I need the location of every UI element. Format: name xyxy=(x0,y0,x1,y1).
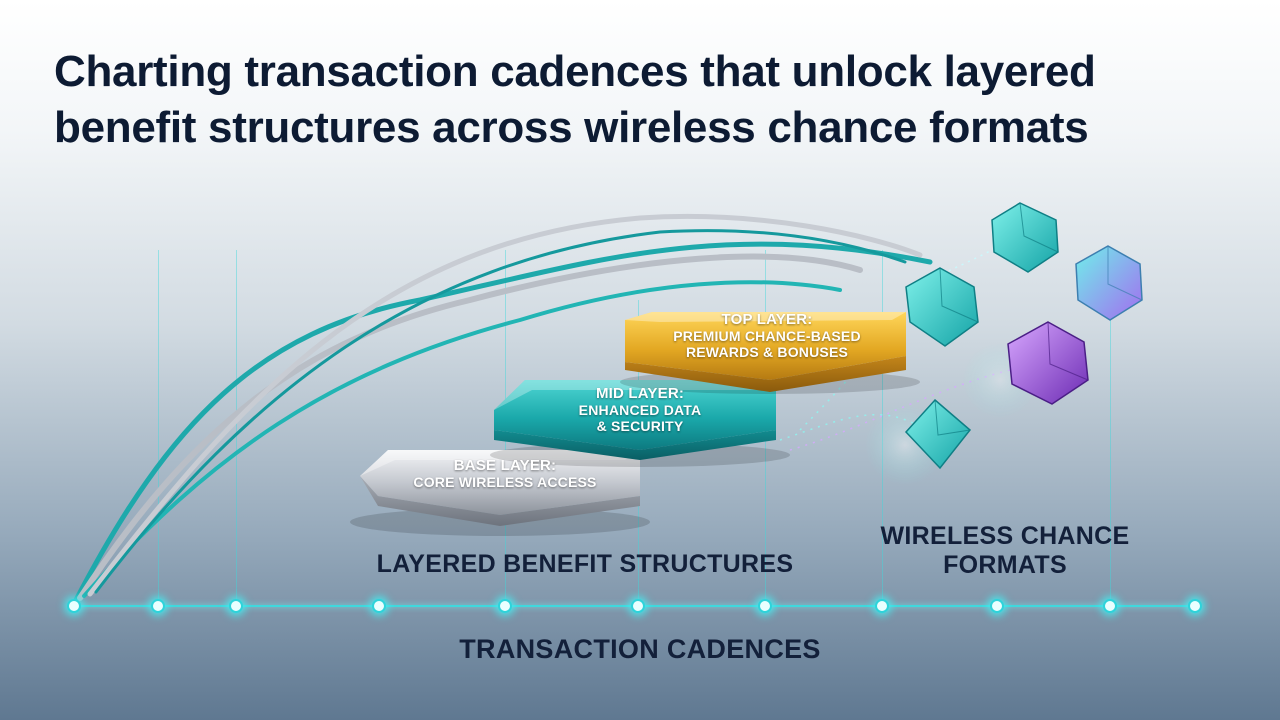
ribbon-teal-1 xyxy=(73,241,933,603)
timeline-node xyxy=(151,599,165,613)
base-layer-label: BASE LAYER: CORE WIRELESS ACCESS xyxy=(370,457,640,491)
timeline-node xyxy=(1188,599,1202,613)
mid-layer-description-line-2: & SECURITY xyxy=(596,418,684,434)
ribbon-silver-1 xyxy=(77,253,863,601)
layered-benefit-structures-label: LAYERED BENEFIT STRUCTURES xyxy=(376,550,794,578)
gem-teal-left-icon xyxy=(905,267,979,347)
gem-teal-top-icon xyxy=(991,202,1059,273)
base-layer-block xyxy=(350,450,650,536)
ribbon-teal-3 xyxy=(94,229,907,594)
top-layer-description-line-1: PREMIUM CHANCE-BASED xyxy=(673,328,861,344)
guide-line xyxy=(236,250,237,606)
guide-line xyxy=(1110,250,1111,606)
ribbon-silver-2 xyxy=(87,213,923,597)
gem-purple-icon xyxy=(1007,321,1089,405)
gem-mixed-right-icon xyxy=(1075,245,1143,321)
wireless-chance-formats-label: WIRELESS CHANCE FORMATS xyxy=(850,522,1160,580)
base-layer-heading: BASE LAYER: xyxy=(453,457,557,474)
guide-line xyxy=(158,250,159,606)
ribbon-teal-2 xyxy=(82,280,842,598)
timeline-node xyxy=(758,599,772,613)
timeline-node xyxy=(67,599,81,613)
top-layer-heading: TOP LAYER: xyxy=(721,311,813,328)
title-line-1: Charting transaction cadences that unloc… xyxy=(54,47,1096,96)
title-line-2: benefit structures across wireless chanc… xyxy=(54,103,1089,152)
top-layer-block xyxy=(620,312,920,394)
gem-teal-bottom-icon xyxy=(904,398,972,470)
wireless-chance-formats-line-2: FORMATS xyxy=(943,551,1067,579)
top-layer-description-line-2: REWARDS & BONUSES xyxy=(685,344,849,360)
mid-layer-description-line-1: ENHANCED DATA xyxy=(578,402,702,418)
mid-layer-block xyxy=(490,380,790,467)
timeline-node xyxy=(372,599,386,613)
timeline-node xyxy=(990,599,1004,613)
top-layer-label: TOP LAYER: PREMIUM CHANCE-BASED REWARDS … xyxy=(632,311,902,361)
timeline-node xyxy=(875,599,889,613)
timeline-node xyxy=(631,599,645,613)
base-layer-description: CORE WIRELESS ACCESS xyxy=(413,474,597,490)
wireless-chance-formats-line-1: WIRELESS CHANCE xyxy=(880,522,1130,550)
transaction-cadences-axis-label: TRANSACTION CADENCES xyxy=(459,634,821,664)
timeline-node xyxy=(229,599,243,613)
mid-layer-label: MID LAYER: ENHANCED DATA & SECURITY xyxy=(505,385,775,435)
timeline-node xyxy=(1103,599,1117,613)
page-title: Charting transaction cadences that unloc… xyxy=(54,44,1234,156)
mid-layer-heading: MID LAYER: xyxy=(595,385,685,402)
timeline-node xyxy=(498,599,512,613)
